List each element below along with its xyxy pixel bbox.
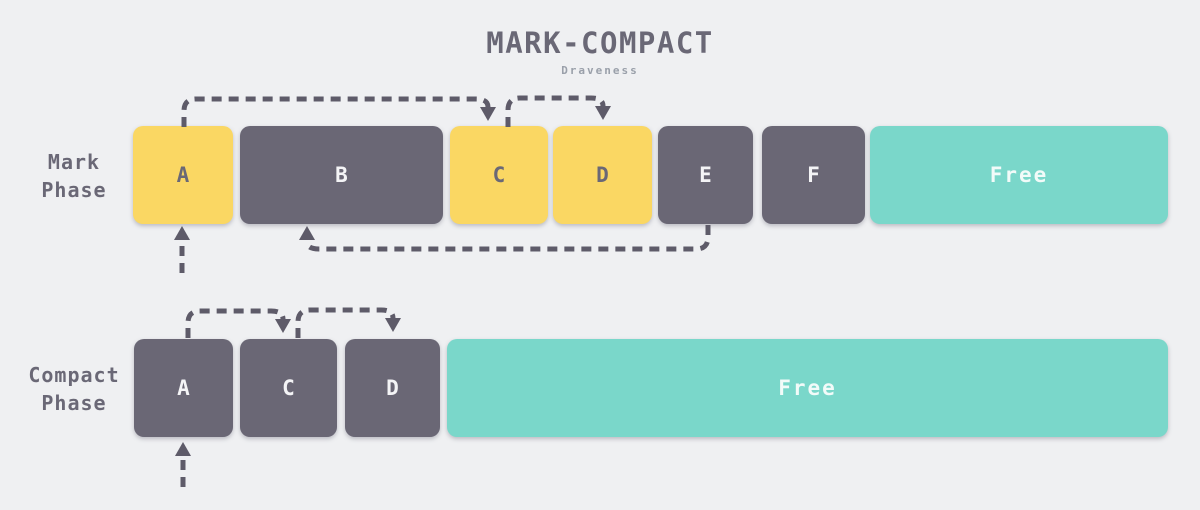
mark-block-e: E (658, 126, 753, 224)
diagram-subtitle: Draveness (561, 64, 639, 77)
compact-phase-label: Compact Phase (10, 361, 138, 417)
arrowhead-compact-c-to-d-icon (385, 318, 401, 332)
mark-block-a-label: A (176, 163, 190, 187)
mark-phase-label-line2: Phase (41, 178, 107, 202)
compact-block-d-label: D (386, 376, 399, 400)
compact-block-c-label: C (282, 376, 295, 400)
diagram-title: MARK-COMPACT (486, 26, 714, 60)
mark-block-a: A (133, 126, 233, 224)
compact-phase-label-line2: Phase (41, 391, 107, 415)
arrowhead-mark-root-to-a-icon (174, 226, 190, 240)
mark-phase-label-line1: Mark (47, 150, 101, 174)
arrowhead-mark-e-to-b-icon (299, 226, 315, 240)
mark-block-free: Free (870, 126, 1168, 224)
mark-block-e-label: E (699, 163, 712, 187)
compact-block-d: D (345, 339, 440, 437)
compact-block-a: A (134, 339, 233, 437)
mark-block-f-label: F (807, 163, 820, 187)
arrow-compact-c-to-d (295, 307, 396, 338)
arrow-compact-a-to-c (185, 308, 286, 338)
mark-block-d: D (553, 126, 652, 224)
arrowhead-mark-a-to-c-icon (480, 107, 496, 121)
compact-block-a-label: A (177, 376, 190, 400)
mark-block-d-label: D (596, 163, 609, 187)
arrowhead-compact-a-to-c-icon (275, 319, 291, 333)
compact-block-c: C (240, 339, 337, 437)
arrow-mark-a-to-c (181, 96, 491, 127)
mark-block-c-label: C (492, 163, 506, 187)
mark-block-b: B (240, 126, 443, 224)
mark-block-free-label: Free (989, 163, 1049, 187)
arrow-mark-c-to-d (505, 95, 606, 127)
mark-block-c: C (450, 126, 548, 224)
arrowhead-mark-c-to-d-icon (595, 106, 611, 120)
mark-phase-label: Mark Phase (10, 148, 138, 204)
arrowhead-compact-root-to-a-icon (175, 442, 191, 456)
compact-block-free: Free (447, 339, 1168, 437)
compact-phase-label-line1: Compact (28, 363, 120, 387)
mark-block-b-label: B (335, 163, 348, 187)
mark-block-f: F (762, 126, 865, 224)
compact-block-free-label: Free (778, 376, 837, 400)
arrow-mark-e-to-b (304, 225, 711, 252)
